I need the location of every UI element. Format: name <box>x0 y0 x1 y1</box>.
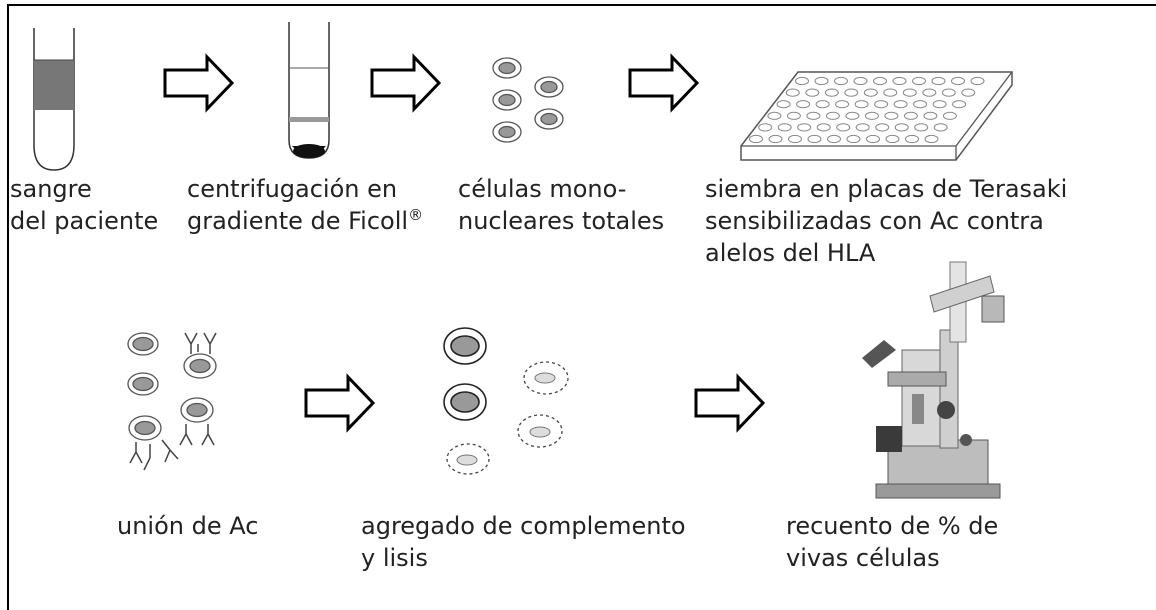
plate-well <box>951 76 965 86</box>
plate-well <box>796 100 811 109</box>
caption-blood: sangre del paciente <box>10 173 158 237</box>
plate-well <box>903 111 918 120</box>
caption-line-text: gradiente de Ficoll <box>187 207 409 235</box>
plate-well <box>854 100 869 109</box>
plate-well <box>844 88 859 97</box>
plate-well <box>785 88 800 97</box>
caption-count: recuento de % de vivas células <box>786 510 998 574</box>
plate-well <box>863 88 878 97</box>
plate-well <box>807 134 822 144</box>
caption-line: células mono- <box>458 175 627 203</box>
plate-well <box>905 134 919 144</box>
plate-well <box>874 100 889 109</box>
plate-well <box>845 111 860 120</box>
plate-well <box>814 76 829 86</box>
plate-well <box>786 111 801 120</box>
plate-well <box>824 88 839 97</box>
caption-line: siembra en placas de Terasaki <box>705 175 1068 203</box>
caption-line: unión de Ac <box>117 512 259 540</box>
caption-line: vivas células <box>786 544 940 572</box>
plate-well <box>749 134 763 144</box>
plate-well <box>912 76 926 86</box>
caption-centrifugation: centrifugación en gradiente de Ficoll® <box>187 173 423 237</box>
microscope-icon <box>862 261 1005 499</box>
caption-complement: agregado de complemento y lisis <box>361 510 686 574</box>
plate-well <box>931 76 946 86</box>
caption-line: recuento de % de <box>786 512 999 540</box>
plate-well <box>846 134 861 144</box>
arrow-right-icon <box>163 53 235 113</box>
plate-well <box>970 76 985 86</box>
plate-well <box>923 111 938 120</box>
centrifuge-tube-icon <box>288 22 330 159</box>
plate-well <box>827 134 841 144</box>
terasaki-plate-icon <box>740 71 1013 161</box>
plate-well <box>932 100 947 109</box>
blood-tube-icon <box>33 28 75 171</box>
plate-well <box>902 88 917 97</box>
caption-line: agregado de complemento <box>361 512 686 540</box>
caption-line: gradiente de Ficoll® <box>187 205 423 237</box>
caption-line: nucleares totales <box>458 207 665 235</box>
plate-well <box>795 76 809 86</box>
plate-well <box>836 123 851 132</box>
plate-well <box>883 88 898 97</box>
plate-well <box>805 88 820 97</box>
plate-well <box>777 123 792 132</box>
plate-well <box>922 88 937 97</box>
plate-well <box>893 100 908 109</box>
plate-well <box>866 134 880 144</box>
plate-well <box>864 111 879 120</box>
plate-well <box>776 100 791 109</box>
plate-well <box>788 134 802 144</box>
plate-well <box>815 100 830 109</box>
caption-line: sensibilizadas con Ac contra <box>705 207 1044 235</box>
plate-well <box>834 76 848 86</box>
plate-well <box>758 123 773 132</box>
arrow-right-icon <box>628 53 700 113</box>
caption-line: y lisis <box>361 544 428 572</box>
plate-well <box>961 88 976 97</box>
plate-well <box>875 123 890 132</box>
plate-well <box>942 111 957 120</box>
caption-line: del paciente <box>10 207 159 235</box>
plate-well <box>767 111 782 120</box>
lysed-cells-icon <box>443 327 569 475</box>
plate-well <box>884 111 899 120</box>
registered-mark: ® <box>408 206 424 224</box>
plate-well <box>933 123 948 132</box>
arrow-right-icon <box>370 53 442 113</box>
plate-well <box>924 134 939 144</box>
caption-line: sangre <box>10 175 92 203</box>
plate-well <box>825 111 840 120</box>
plate-well <box>914 123 929 132</box>
caption-line: centrifugación en <box>187 175 398 203</box>
plate-well <box>816 123 831 132</box>
antibody-bound-cells-icon <box>127 332 217 471</box>
plate-well <box>768 134 783 144</box>
arrow-right-icon <box>304 373 376 433</box>
plate-well <box>797 123 812 132</box>
plate-well <box>894 123 909 132</box>
plate-well <box>835 100 850 109</box>
plate-well <box>806 111 821 120</box>
plate-well <box>892 76 907 86</box>
caption-cells: células mono- nucleares totales <box>458 173 664 237</box>
caption-plating: siembra en placas de Terasaki sensibiliz… <box>705 173 1067 269</box>
plate-well <box>885 134 900 144</box>
diagram-frame <box>7 4 1156 610</box>
plate-well <box>873 76 887 86</box>
plate-well <box>952 100 967 109</box>
plate-well <box>913 100 928 109</box>
caption-line: alelos del HLA <box>705 239 876 267</box>
plate-well <box>941 88 956 97</box>
plate-well <box>853 76 868 86</box>
caption-antibody: unión de Ac <box>117 510 258 542</box>
plate-well <box>855 123 870 132</box>
arrow-right-icon <box>694 373 766 433</box>
mononuclear-cells-icon <box>492 57 564 143</box>
